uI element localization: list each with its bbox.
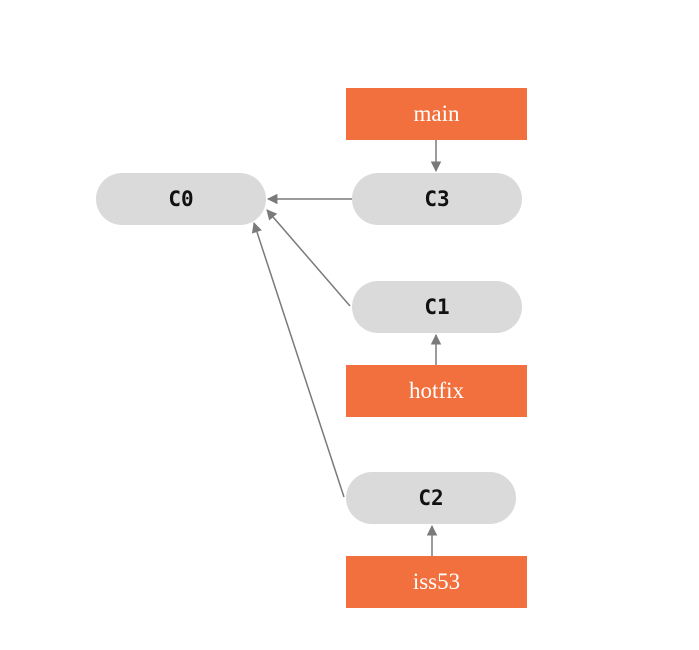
branch-main: main <box>346 88 527 140</box>
commit-c3: C3 <box>352 173 522 225</box>
branch-hotfix: hotfix <box>346 365 527 417</box>
commit-c2: C2 <box>346 472 516 524</box>
branch-iss53: iss53 <box>346 556 527 608</box>
commit-c0: C0 <box>96 173 266 225</box>
edge-c2-to-c0 <box>251 222 345 498</box>
commit-c1: C1 <box>352 281 522 333</box>
edge-c1-to-c0 <box>266 209 351 307</box>
